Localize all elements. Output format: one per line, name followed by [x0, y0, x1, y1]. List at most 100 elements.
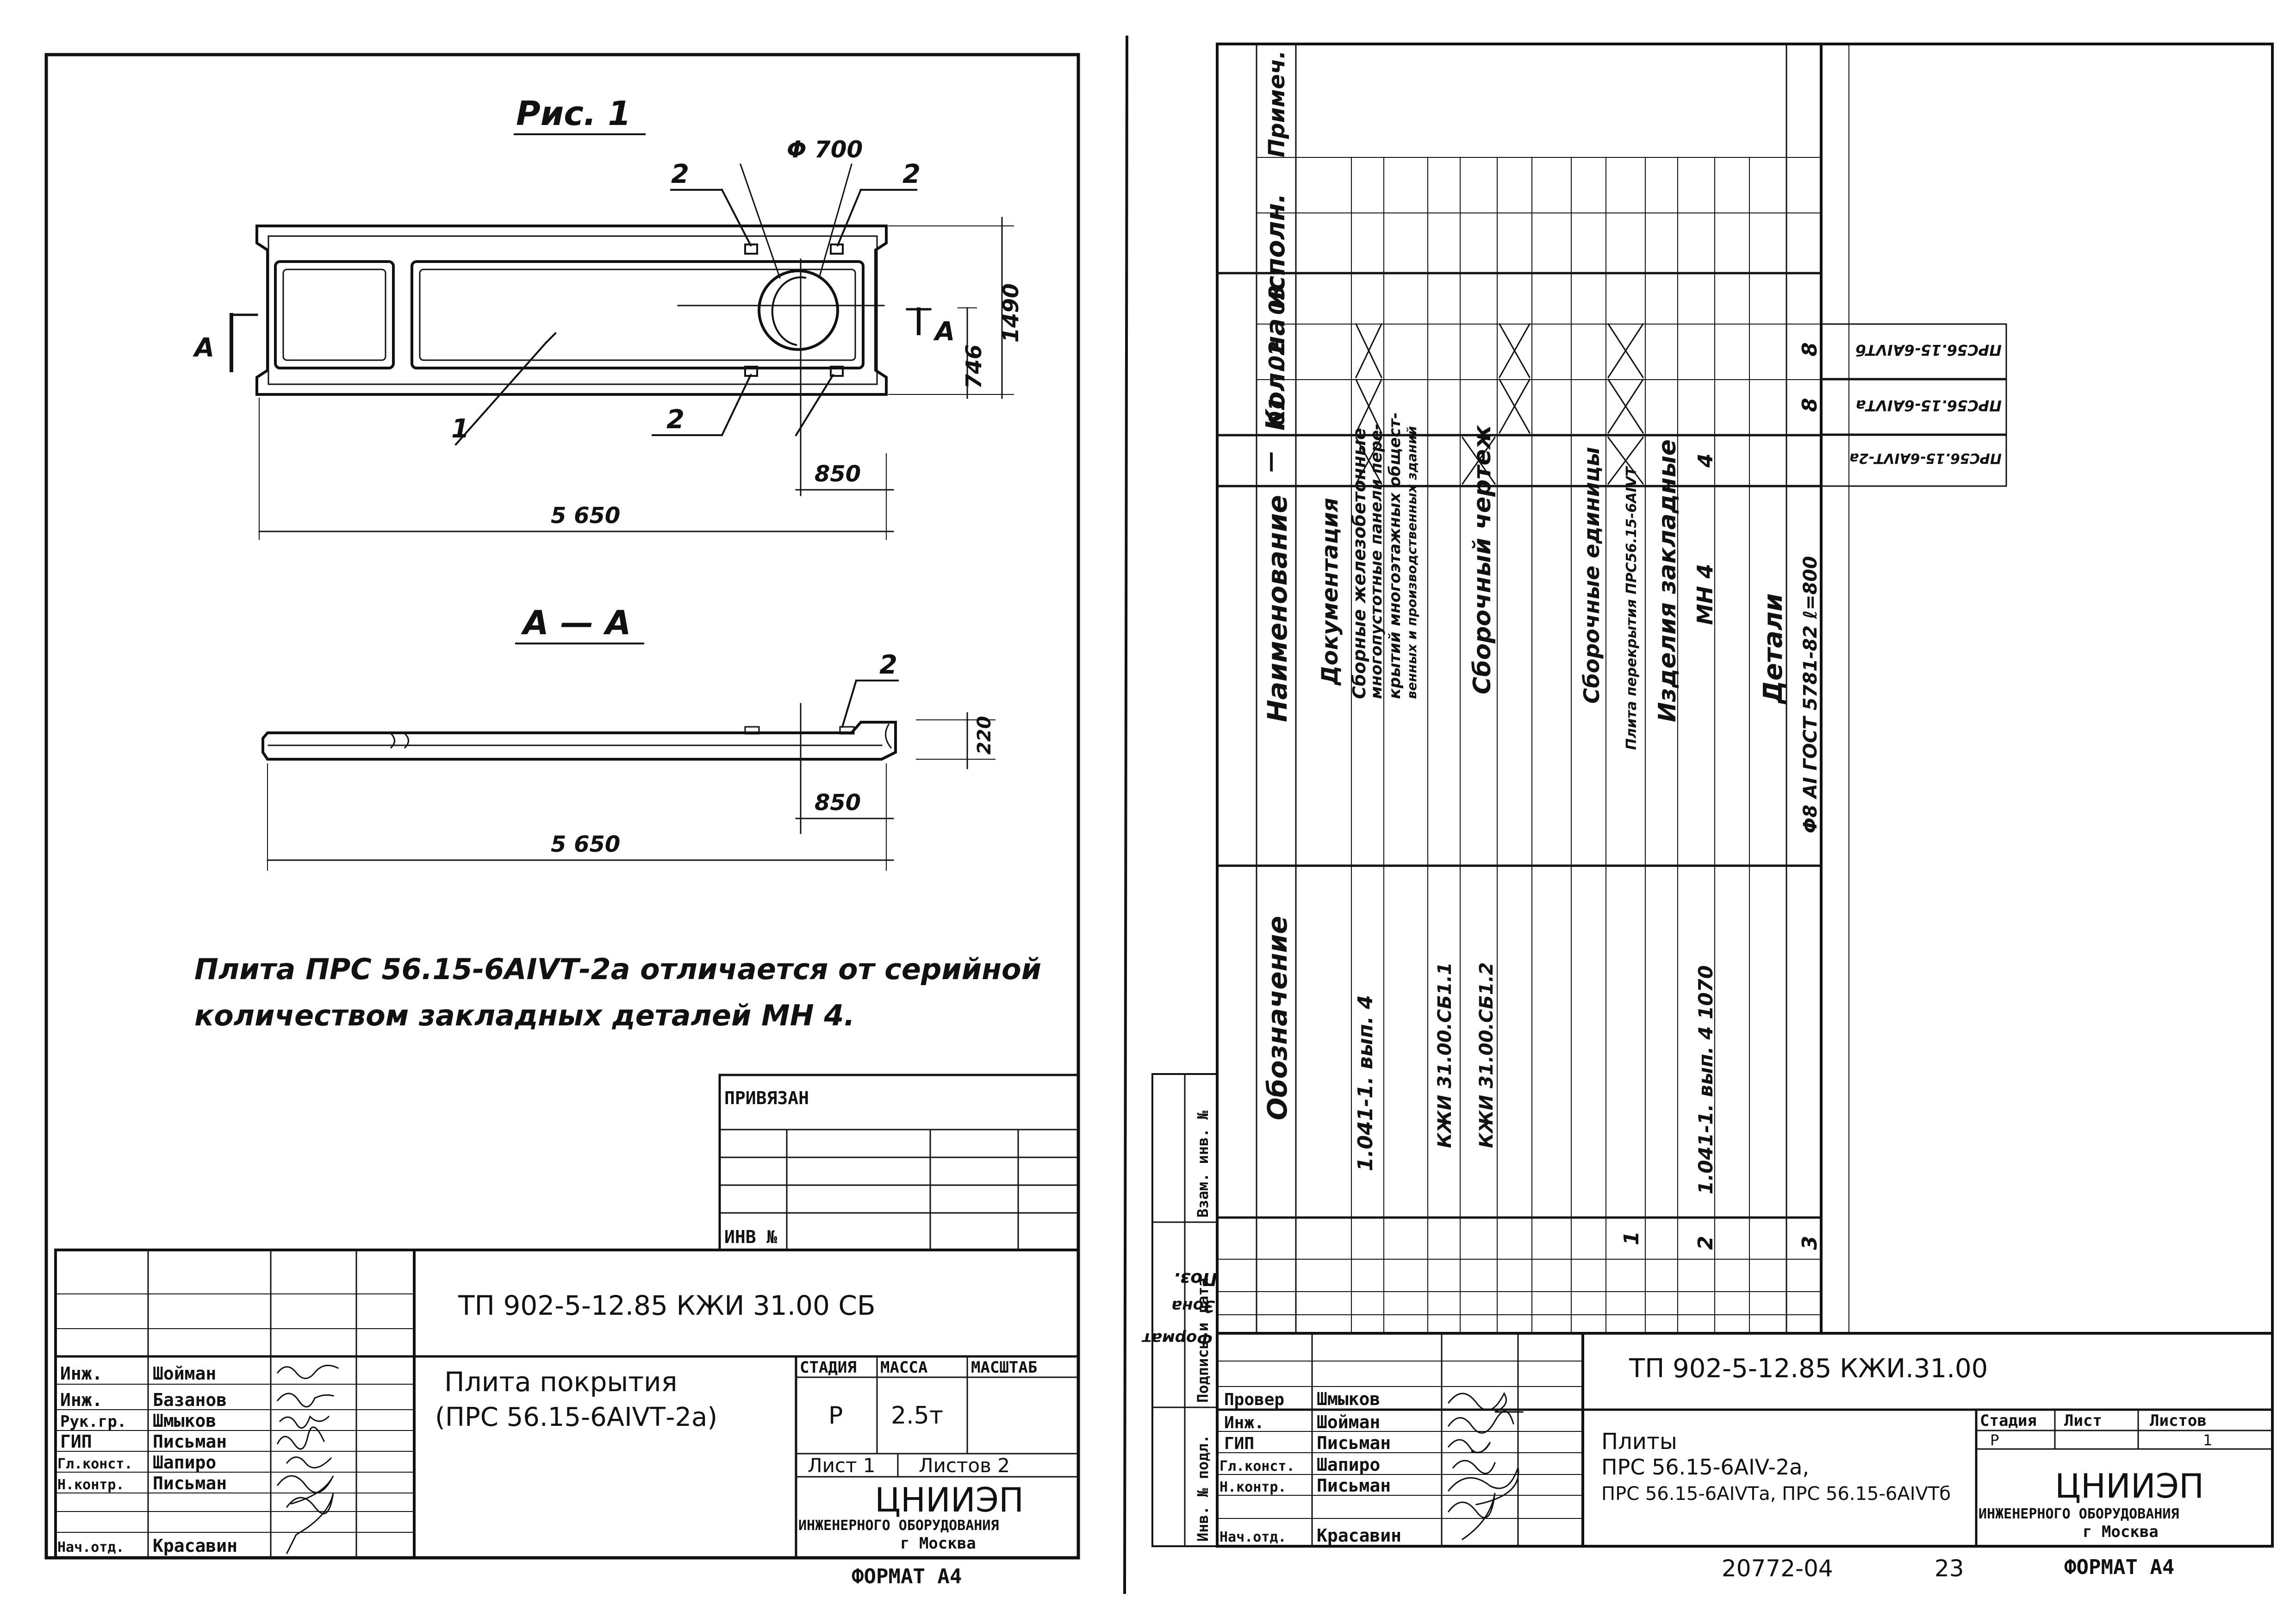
header-prim: Примеч.	[1264, 50, 1290, 157]
left-sig-name-2: Шмыков	[153, 1411, 216, 1431]
right-org-name: ЦНИИЭП	[2055, 1467, 2204, 1505]
left-sig-role-0: Инж.	[60, 1363, 103, 1384]
left-org-name: ЦНИИЭП	[875, 1480, 1024, 1519]
right-texts: Наименование Обозначение Кол. на исполн.…	[1141, 50, 2213, 1582]
left-sig-name-3: Письман	[153, 1431, 227, 1452]
callout-2-top-left: 2	[671, 159, 689, 189]
exec-col-3: 03	[1264, 285, 1289, 315]
emb-code: 1.041-1. вып. 4 1070	[1694, 965, 1717, 1194]
right-col-sheets: Листов	[2150, 1412, 2207, 1430]
right-sig-role-0: Провер	[1224, 1390, 1284, 1409]
left-sig-role-4: Гл.конст.	[57, 1456, 133, 1472]
detail-poz: 3	[1798, 1236, 1822, 1250]
units-section: Сборочные единицы	[1579, 447, 1604, 704]
right-org-sub1: ИНЖЕНЕРНОГО ОБОРУДОВАНИЯ	[1979, 1506, 2179, 1522]
section-title: А — А	[521, 603, 631, 642]
right-org-sub2: г Москва	[2083, 1523, 2159, 1541]
assembly-title: Сборочный чертеж	[1468, 425, 1496, 694]
header-naimenovanie: Наименование	[1262, 495, 1293, 722]
dim-5650-section: 5 650	[551, 831, 620, 857]
side-label-vzam: Взам. инв. №	[1194, 1110, 1212, 1218]
emb-name: МН 4	[1692, 564, 1717, 625]
right-sig-name-2: Письман	[1317, 1433, 1391, 1453]
exec-col-0: —	[1257, 451, 1282, 472]
right-sig-name-1: Шойман	[1317, 1412, 1380, 1432]
right-title-line3: ПРС 56.15-6АIVТа, ПРС 56.15-6АIVТб	[1601, 1483, 1951, 1505]
exec-col-1: 01	[1264, 396, 1289, 426]
doc-code-1: 1.041-1. вып. 4	[1354, 995, 1377, 1171]
left-texts: Рис. 1 Φ 700 2 2 2 1 А А 746 1490 850 5 …	[57, 94, 1041, 1588]
right-sig-role-2: ГИП	[1224, 1434, 1254, 1453]
note-line-1: Плита ПРС 56.15-6АIVТ-2а отличается от с…	[194, 952, 1041, 986]
left-sheet-label: Лист 1	[808, 1454, 876, 1477]
right-sig-name-3: Шапиро	[1317, 1455, 1380, 1475]
sheet-separator	[1123, 35, 1129, 1594]
right-sig-role-1: Инж.	[1224, 1413, 1264, 1432]
header-format: Формат	[1141, 1329, 1213, 1348]
side-label-podpis: Подпись и дата	[1194, 1278, 1212, 1403]
doc-text-4: венных и производственных зданий	[1404, 426, 1419, 699]
left-sheets-label: Листов 2	[919, 1454, 1010, 1477]
section-marker-right: А	[933, 317, 955, 347]
right-sig-role-5: Нач.отд.	[1220, 1529, 1287, 1545]
section-view	[261, 643, 996, 871]
detail-name: Φ8 АI ГОСТ 5781-82 ℓ=800	[1800, 556, 1821, 833]
left-format: ФОРМАТ А4	[852, 1565, 962, 1588]
inv-no-label: ИНВ №	[724, 1227, 778, 1247]
dim-746: 746	[961, 344, 986, 389]
left-sheet	[44, 53, 1080, 1560]
dim-850-plan: 850	[815, 461, 861, 487]
doc-text-2: многопустотные панели пере-	[1367, 424, 1386, 699]
dim-5650-plan: 5 650	[551, 503, 620, 529]
dim-220: 220	[974, 716, 995, 755]
right-col-sheet: Лист	[2064, 1412, 2102, 1430]
header-kol: Кол. на исполн.	[1261, 193, 1291, 431]
detail-qty-01: 8	[1798, 398, 1822, 412]
left-sig-role-2: Рук.гр.	[60, 1412, 126, 1431]
left-title-line2: (ПРС 56.15-6АIVТ-2а)	[435, 1402, 717, 1432]
header-zona: Зона	[1171, 1297, 1215, 1315]
side-stamp-column	[1151, 1073, 1218, 1547]
callout-2-bottom: 2	[666, 405, 684, 435]
right-sheets-value: 1	[2203, 1431, 2212, 1449]
unit-1-name: Плита перекрытия ПРС56.15-6АIVТ	[1624, 466, 1640, 750]
right-doc-code: ТП 902-5-12.85 КЖИ.31.00	[1629, 1354, 1988, 1384]
left-sig-role-6: Нач.отд.	[57, 1539, 124, 1555]
right-sig-role-4: Н.контр.	[1220, 1479, 1287, 1495]
privyazan-label: ПРИВЯЗАН	[724, 1088, 809, 1108]
left-title-block	[54, 1249, 1080, 1559]
details-section: Детали	[1758, 593, 1788, 705]
left-sig-name-6: Красавин	[153, 1536, 237, 1556]
left-col-stage: СТАДИЯ	[800, 1358, 857, 1377]
right-col-stage: Стадия	[1980, 1412, 2037, 1430]
assembly-code-2: КЖИ 31.00.СБ1.2	[1476, 962, 1497, 1148]
side-label-inv: Инв. № подл.	[1194, 1435, 1212, 1542]
left-sig-name-4: Шапиро	[153, 1452, 216, 1473]
right-sig-name-0: Шмыков	[1317, 1389, 1380, 1409]
header-oboznachenie: Обозначение	[1262, 916, 1293, 1120]
left-stage-value: Р	[828, 1402, 843, 1430]
right-title-line1: Плиты	[1601, 1429, 1677, 1455]
diameter-dimension: Φ 700	[787, 136, 863, 163]
emb-qty: 4	[1694, 453, 1717, 468]
right-sheet	[1151, 43, 2274, 1548]
variant-label-2a: ПРС56.15-6АIVТ-2а	[1849, 450, 2002, 466]
dim-1490: 1490	[998, 283, 1023, 343]
emb-title: Изделия закладные	[1654, 439, 1681, 722]
callout-1: 1	[451, 414, 469, 444]
left-org-sub1: ИНЖЕНЕРНОГО ОБОРУДОВАНИЯ	[798, 1518, 999, 1534]
assembly-code-1: КЖИ 31.00.СБ1.1	[1434, 962, 1456, 1148]
variant-label-b: ПРС56.15-6АIVТб	[1855, 341, 2002, 359]
section-marker-left: А	[193, 333, 214, 363]
right-sig-name-5: Красавин	[1317, 1525, 1401, 1546]
left-frame	[44, 53, 1080, 1560]
dim-850-section: 850	[815, 790, 861, 816]
left-col-scale: МАСШТАБ	[971, 1358, 1037, 1377]
left-doc-code: ТП 902-5-12.85 КЖИ 31.00 СБ	[458, 1290, 876, 1321]
exec-col-2: 02	[1264, 341, 1289, 370]
callout-2-section: 2	[879, 650, 897, 680]
left-mass-value: 2.5т	[891, 1402, 943, 1430]
archive-number: 20772-04	[1722, 1555, 1833, 1582]
